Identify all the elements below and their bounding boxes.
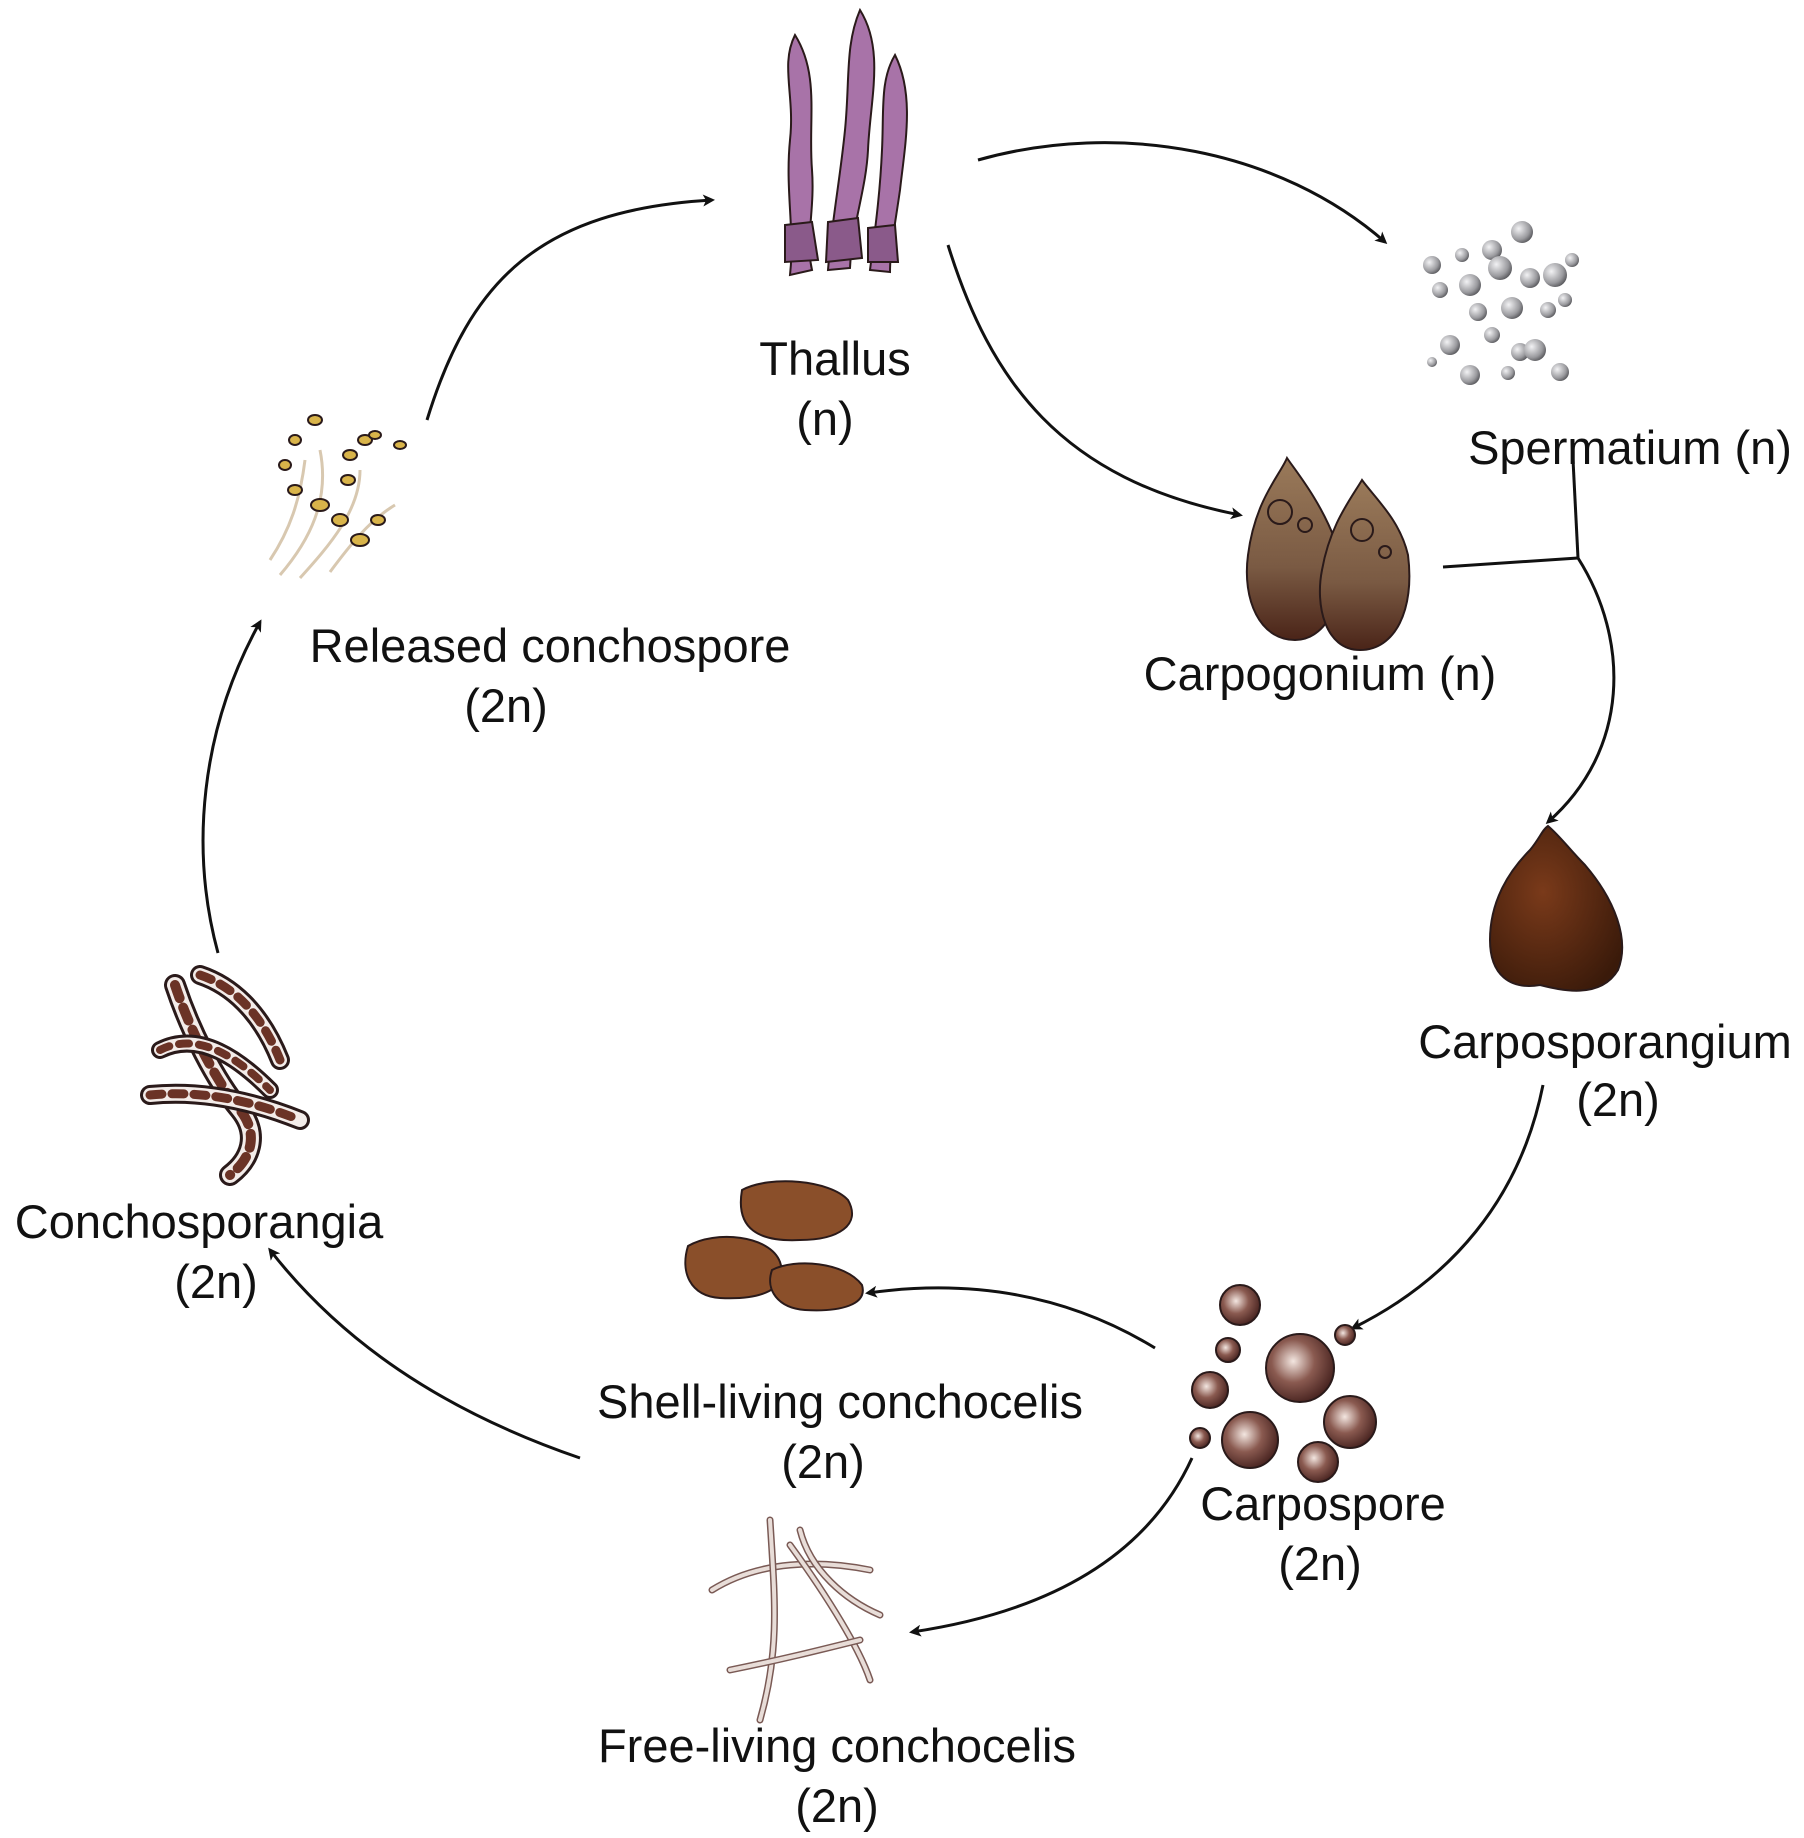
spermatium-cell xyxy=(1511,221,1533,243)
conchospore-cell xyxy=(331,513,349,527)
carpospore-cell xyxy=(1265,1333,1335,1403)
conchospore-cell xyxy=(340,474,356,486)
arrow-shell-living-to-conchosporangia xyxy=(268,1247,581,1460)
conchosporangia-illustration xyxy=(140,965,310,1186)
shell-living-illustration xyxy=(684,1180,864,1312)
conchospore-cell xyxy=(368,430,382,440)
released-conchospore-ploidy: (2n) xyxy=(464,679,548,732)
conchospore-cell xyxy=(288,434,302,446)
spermatium-cell xyxy=(1558,293,1572,307)
spermatium-cell xyxy=(1423,256,1441,274)
spermatium-cell xyxy=(1524,339,1546,361)
spermatium-cell xyxy=(1482,240,1502,260)
carposporangium-illustration xyxy=(1488,824,1624,992)
carposporangium-ploidy: (2n) xyxy=(1576,1073,1660,1126)
spermatium-cell xyxy=(1432,282,1448,298)
spermatium-cell xyxy=(1540,302,1556,318)
conchospore-cell xyxy=(357,434,373,446)
released-conchospore-illustration xyxy=(268,414,407,580)
conchospore-cell xyxy=(370,514,386,526)
spermatium-cell xyxy=(1501,366,1515,380)
shell-living-ploidy: (2n) xyxy=(781,1435,865,1488)
carpospore-cell xyxy=(1334,1324,1356,1346)
conchospore-cell xyxy=(307,414,323,426)
conchospore-cell xyxy=(287,484,303,496)
carpospore-cell xyxy=(1189,1427,1211,1449)
conchosporangia-ploidy: (2n) xyxy=(174,1255,258,1308)
free-living-illustration xyxy=(708,1516,884,1724)
released-conchospore-label: Released conchospore xyxy=(310,619,791,672)
spermatium-cell xyxy=(1459,274,1481,296)
carpospore-cell xyxy=(1323,1395,1377,1449)
carpospore-cell xyxy=(1221,1411,1279,1469)
free-living-label: Free-living conchocelis xyxy=(598,1719,1076,1772)
carpospore-ploidy: (2n) xyxy=(1278,1537,1362,1590)
spermatium-cell xyxy=(1455,248,1469,262)
arrow-carpospore-to-free-living xyxy=(909,1457,1194,1637)
spermatium-cell xyxy=(1427,357,1437,367)
cycle-arrows xyxy=(201,141,1616,1637)
spermatium-label: Spermatium (n) xyxy=(1468,421,1792,474)
conchospore-cell xyxy=(342,449,358,461)
conchospore-cell xyxy=(278,459,292,471)
thallus-ploidy: (n) xyxy=(796,392,853,445)
carpospore-cell xyxy=(1219,1284,1261,1326)
carpospore-illustration xyxy=(1189,1284,1377,1483)
thallus-label: Thallus xyxy=(759,332,911,385)
spermatium-illustration xyxy=(1423,221,1579,385)
shell-living-label: Shell-living conchocelis xyxy=(597,1375,1083,1428)
fusion-line-spermatium xyxy=(1570,439,1580,559)
thallus-illustration xyxy=(784,7,908,277)
fusion-line-carpogonium xyxy=(1442,556,1579,569)
free-living-ploidy: (2n) xyxy=(795,1779,879,1832)
spermatium-cell xyxy=(1501,297,1523,319)
conchospore-cell xyxy=(310,498,330,512)
conchospore-cell xyxy=(350,533,370,547)
arrow-thallus-to-carpogonium xyxy=(946,244,1243,520)
conchospore-cell xyxy=(393,440,407,450)
carpogonium-label: Carpogonium (n) xyxy=(1144,647,1497,700)
spermatium-cell xyxy=(1440,335,1460,355)
arrow-released-to-thallus xyxy=(425,194,715,421)
spermatium-cell xyxy=(1520,268,1540,288)
arrow-conchosporangia-to-released xyxy=(201,619,262,954)
arrow-carposporangium-to-carpospore xyxy=(1350,1084,1545,1330)
arrow-carpospore-to-shell-living xyxy=(865,1285,1156,1350)
conchosporangia-label: Conchosporangia xyxy=(15,1195,384,1248)
spermatium-cell xyxy=(1484,327,1500,343)
arrow-fusion-to-carposporangium xyxy=(1545,557,1616,824)
carpogonium-illustration xyxy=(1245,455,1411,652)
carpospore-cell xyxy=(1191,1371,1229,1409)
carpospore-cell xyxy=(1297,1441,1339,1483)
spermatium-cell xyxy=(1551,363,1569,381)
spermatium-cell xyxy=(1488,256,1512,280)
stage-labels: Thallus (n) Spermatium (n) Carpogonium (… xyxy=(15,332,1792,1832)
spermatium-cell xyxy=(1469,303,1487,321)
spermatium-cell xyxy=(1565,253,1579,267)
carpospore-cell xyxy=(1215,1337,1241,1363)
arrow-thallus-to-spermatium xyxy=(977,141,1388,244)
spermatium-cell xyxy=(1543,263,1567,287)
carposporangium-label: Carposporangium xyxy=(1418,1015,1792,1068)
spermatium-cell xyxy=(1460,365,1480,385)
carpospore-label: Carpospore xyxy=(1200,1477,1446,1530)
